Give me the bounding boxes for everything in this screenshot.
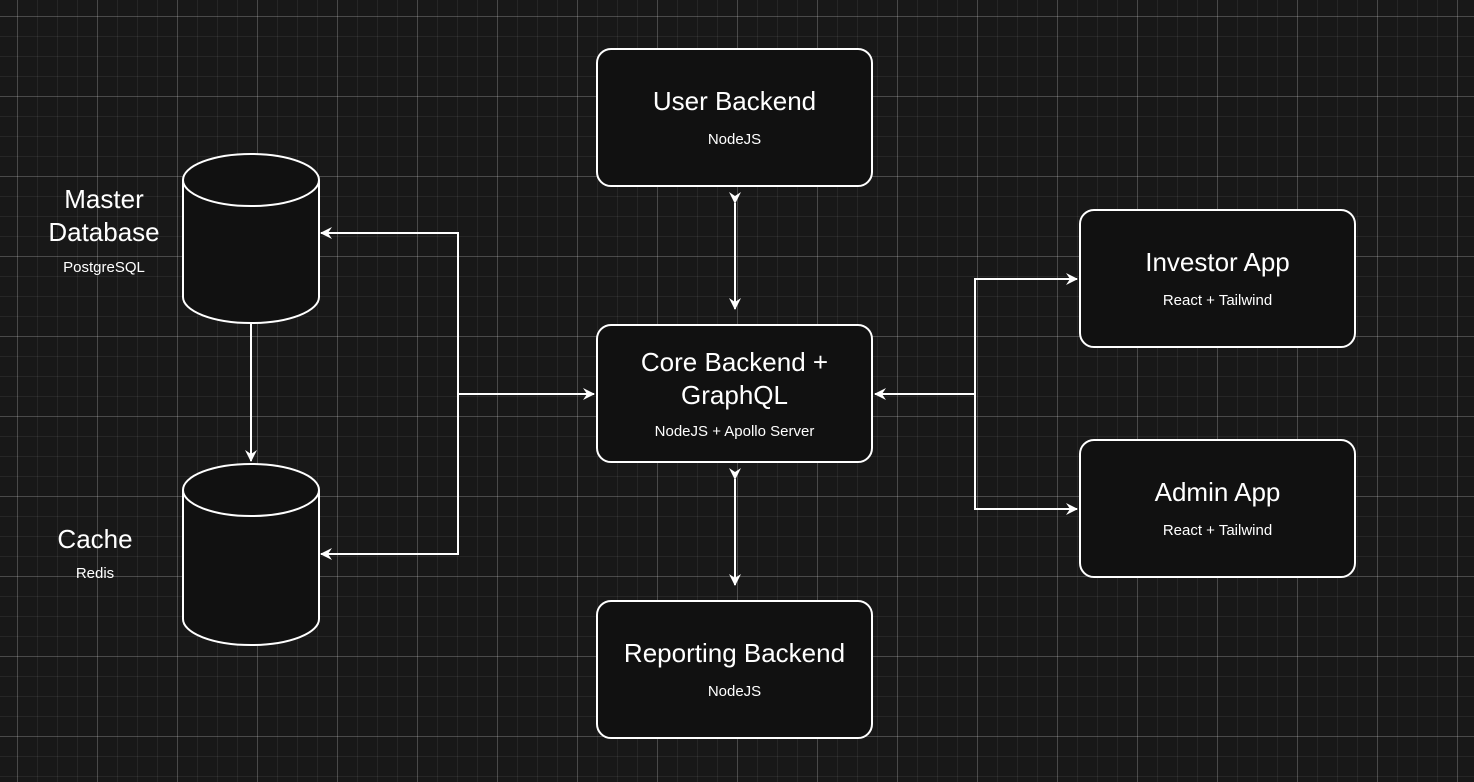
- admin-app-subtitle: React + Tailwind: [1162, 522, 1273, 539]
- reporting-backend-title: Reporting Backend: [623, 638, 846, 668]
- cache-cylinder[interactable]: [182, 463, 320, 646]
- cache-label: Cache Redis: [25, 523, 165, 584]
- cache-title: Cache: [57, 524, 133, 554]
- core-backend-title: Core Backend + GraphQL: [640, 346, 829, 410]
- user-backend-node[interactable]: User Backend NodeJS: [596, 48, 873, 187]
- reporting-backend-subtitle: NodeJS: [707, 683, 762, 700]
- user-backend-title: User Backend: [652, 86, 817, 116]
- investor-app-title: Investor App: [1145, 247, 1290, 277]
- investor-app-node[interactable]: Investor App React + Tailwind: [1079, 209, 1356, 348]
- master-database-cylinder[interactable]: [182, 153, 320, 324]
- core-backend-node[interactable]: Core Backend + GraphQL NodeJS + Apollo S…: [596, 324, 873, 463]
- admin-app-node[interactable]: Admin App React + Tailwind: [1079, 439, 1356, 578]
- edge-junction-to-admin[interactable]: [974, 394, 1078, 515]
- edge-junction-to-master-db[interactable]: [320, 227, 459, 394]
- master-database-title: Master Database: [48, 184, 160, 247]
- reporting-backend-node[interactable]: Reporting Backend NodeJS: [596, 600, 873, 739]
- cache-subtitle: Redis: [75, 565, 115, 582]
- master-database-label: Master Database PostgreSQL: [24, 183, 184, 278]
- master-database-subtitle: PostgreSQL: [63, 259, 145, 276]
- core-backend-subtitle: NodeJS + Apollo Server: [654, 422, 815, 440]
- investor-app-subtitle: React + Tailwind: [1162, 292, 1273, 309]
- user-backend-subtitle: NodeJS: [707, 131, 762, 148]
- edge-junction-to-cache[interactable]: [320, 394, 459, 560]
- admin-app-title: Admin App: [1154, 477, 1281, 507]
- edge-junction-to-investor[interactable]: [974, 273, 1078, 394]
